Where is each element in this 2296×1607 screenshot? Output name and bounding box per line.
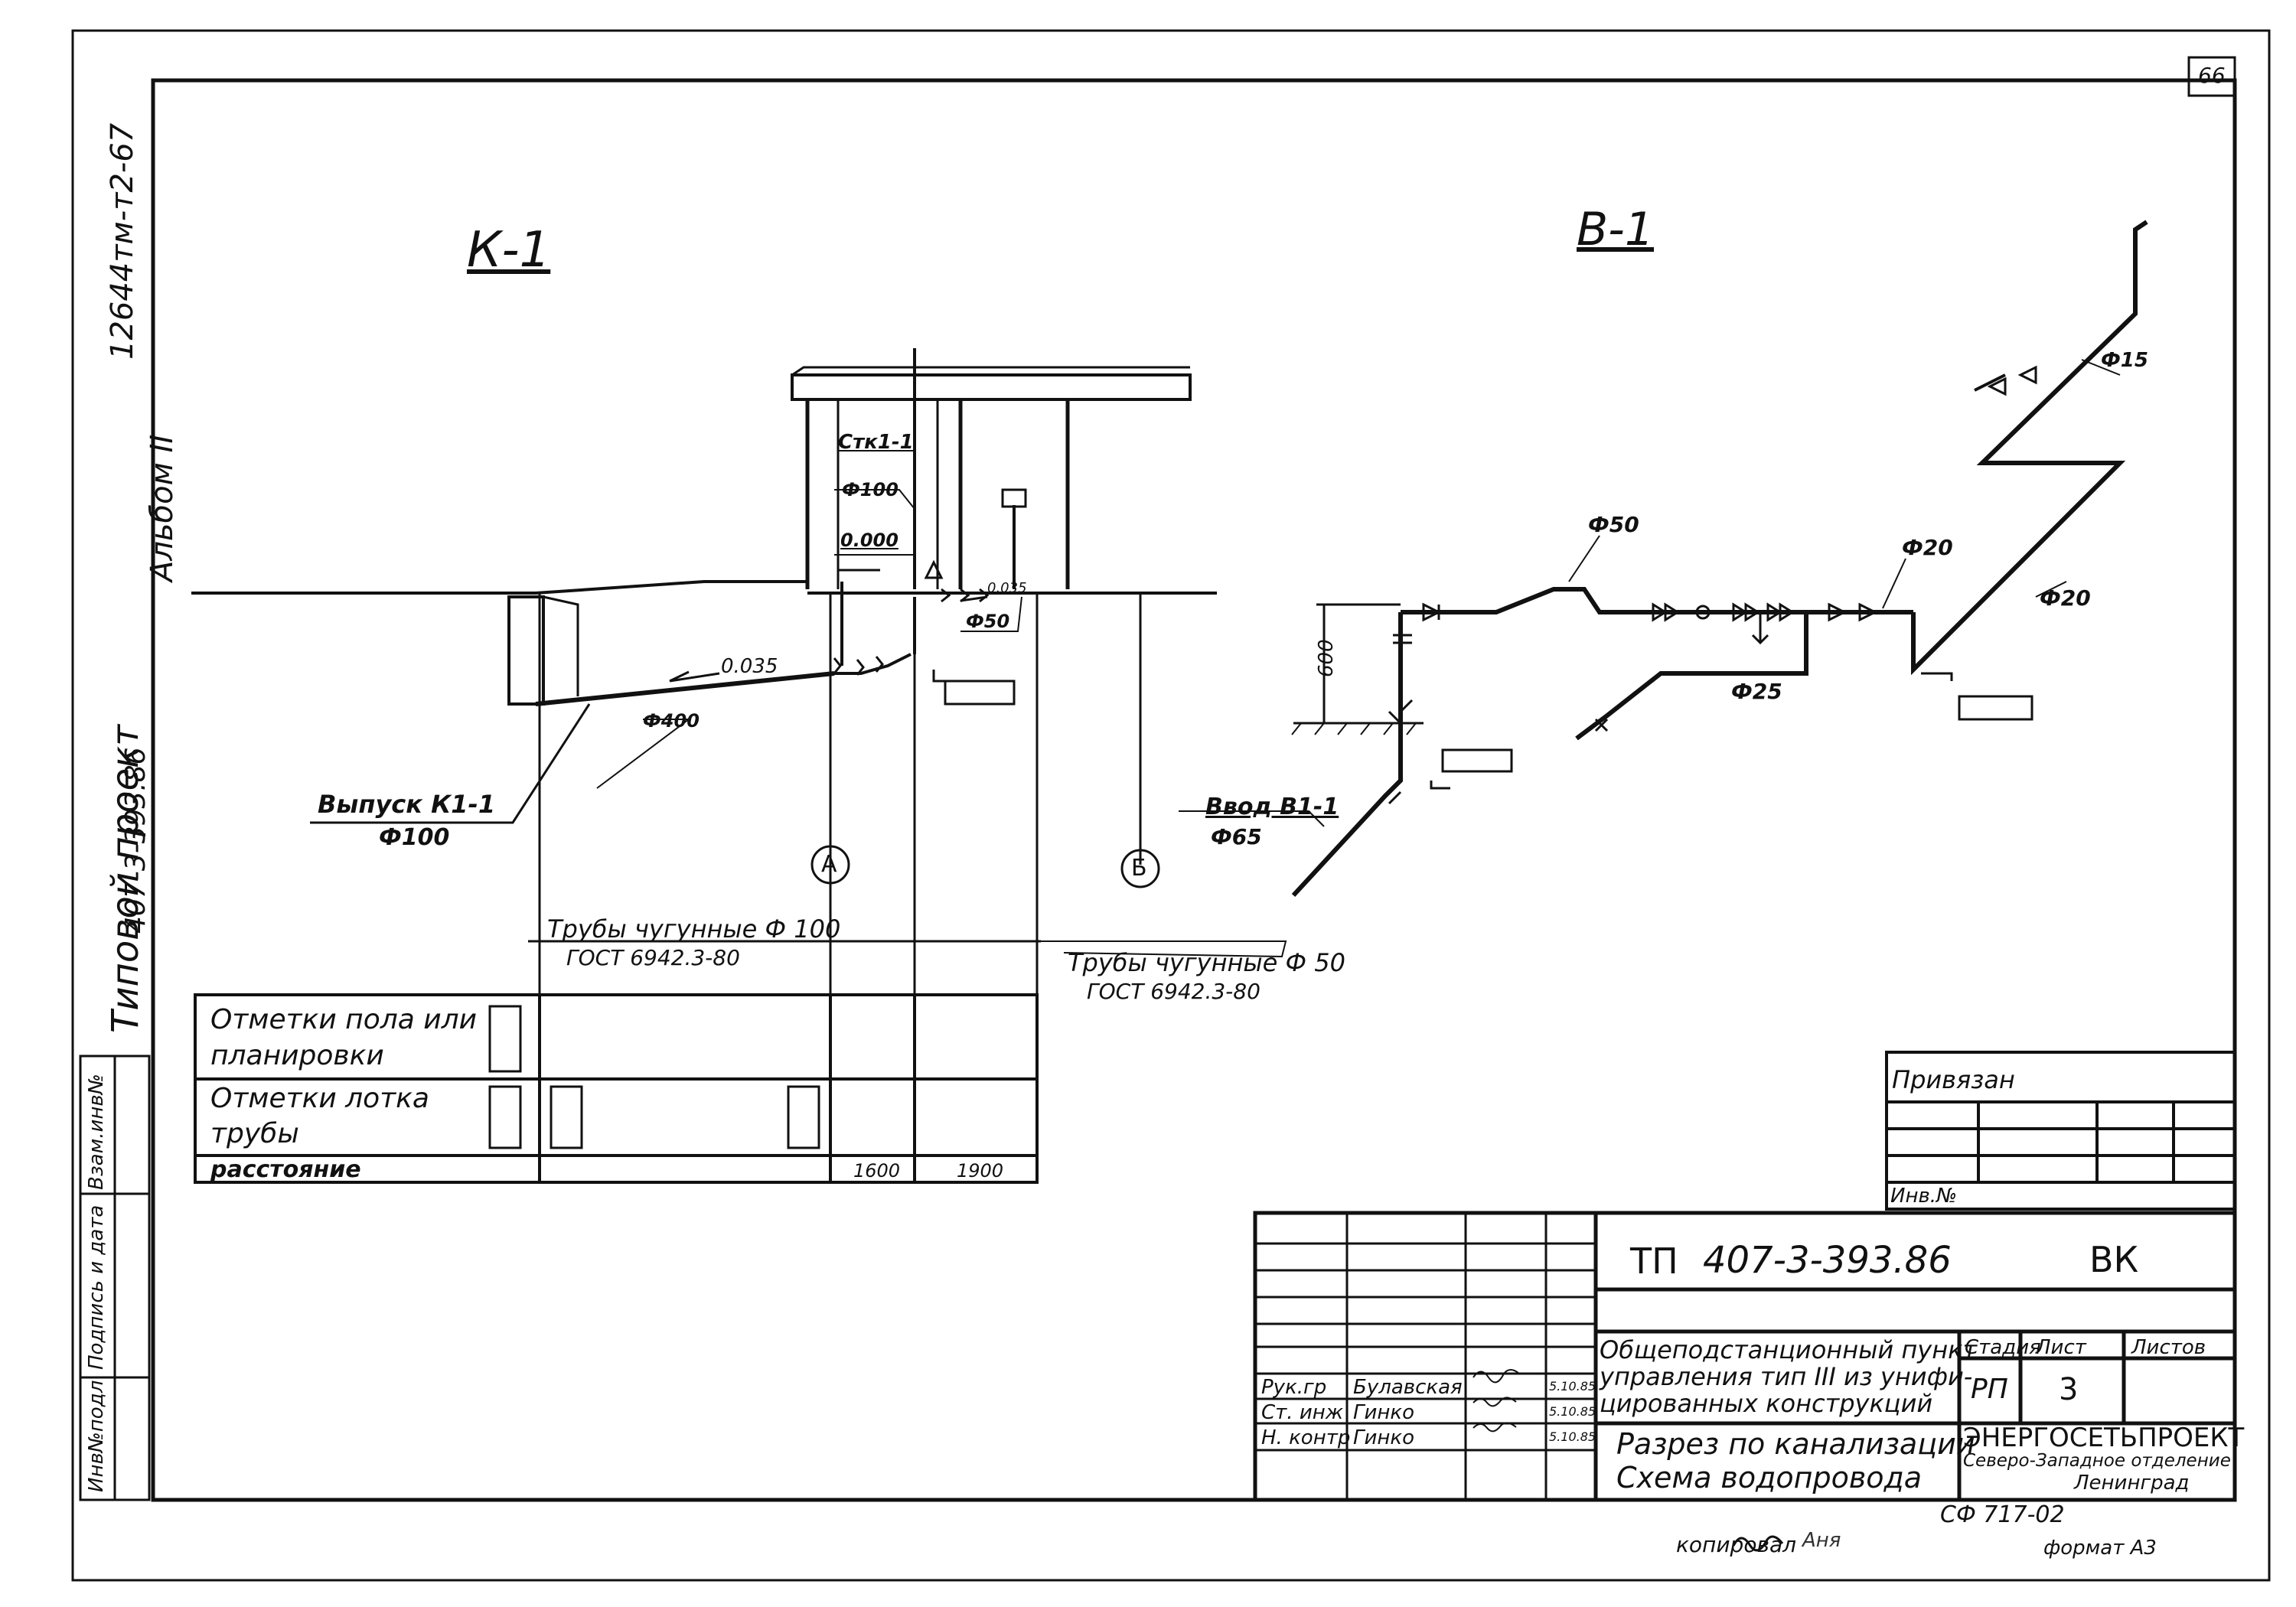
signatures bbox=[1473, 1369, 1520, 1433]
name-2: Гинко bbox=[1353, 1401, 1414, 1424]
format-label: формат А3 bbox=[2043, 1537, 2157, 1560]
drawing-line-1: Разрез по канализации bbox=[1616, 1427, 1975, 1461]
pipe-diameter: Ф400 bbox=[643, 710, 700, 732]
org-line-2: Северо-Западное отделение bbox=[1963, 1451, 2231, 1471]
stamp-code: СФ 717-02 bbox=[1940, 1501, 2065, 1528]
distance-2: 1900 bbox=[957, 1160, 1004, 1182]
inlet-pipe bbox=[1291, 612, 1403, 898]
date-3: 5.10.85 bbox=[1549, 1429, 1596, 1444]
profile-table bbox=[194, 993, 1039, 1184]
d50-label: Ф50 bbox=[1588, 512, 1639, 537]
pipes-50-gost: ГОСТ 6942.3-80 bbox=[1087, 979, 1261, 1004]
row1-label-b: планировки bbox=[210, 1040, 384, 1071]
name-3: Гинко bbox=[1353, 1426, 1414, 1449]
sheets-header: Листов bbox=[2131, 1336, 2206, 1359]
axis-b-label: Б bbox=[1131, 855, 1147, 882]
page-number-box bbox=[2187, 56, 2236, 97]
axis-a-bubble bbox=[810, 845, 850, 885]
sheet-value: 3 bbox=[2059, 1372, 2079, 1407]
left-strip bbox=[79, 1054, 151, 1501]
name-1: Булавская bbox=[1353, 1376, 1463, 1399]
strip-label-sign: Подпись и дата bbox=[85, 1204, 108, 1370]
object-line-1: Общеподстанционный пункт bbox=[1600, 1335, 1978, 1364]
branch-diameter: Ф50 bbox=[966, 611, 1010, 632]
binding-box bbox=[1885, 1051, 2236, 1211]
inner-frame bbox=[151, 78, 2237, 1502]
doc-number: 407-3-393.86 bbox=[1703, 1239, 1952, 1282]
outlet-diameter: Ф100 bbox=[379, 824, 450, 851]
main-pipe bbox=[1401, 587, 1913, 614]
inlet-diameter: Ф65 bbox=[1211, 824, 1262, 849]
b1-section bbox=[1179, 220, 2148, 898]
page-number: 66 bbox=[2198, 63, 2226, 88]
date-1: 5.10.85 bbox=[1549, 1379, 1596, 1393]
role-3: Н. контр bbox=[1261, 1426, 1351, 1449]
depth-dim: 600 bbox=[1315, 639, 1338, 677]
row2-label-b: трубы bbox=[210, 1118, 299, 1149]
slope-main: 0.035 bbox=[721, 655, 778, 678]
branch-25 bbox=[1575, 612, 1808, 741]
stage-value: РП bbox=[1971, 1374, 2008, 1405]
riser-diameter: Ф100 bbox=[842, 479, 899, 500]
sewer-main bbox=[535, 671, 835, 706]
k1-section bbox=[191, 348, 1287, 1178]
floor-level: 0.000 bbox=[840, 530, 899, 551]
d20-label-b: Ф20 bbox=[2040, 585, 2091, 611]
axis-a-label: А bbox=[821, 851, 837, 878]
outlet-label: Выпуск К1-1 bbox=[318, 790, 496, 819]
copier-signature: Аня bbox=[1802, 1529, 1841, 1552]
d25-label: Ф25 bbox=[1731, 679, 1782, 704]
org-line-3: Ленинград bbox=[2074, 1472, 2190, 1495]
slope-branch: 0.035 bbox=[987, 580, 1027, 596]
object-line-3: цированных конструкций bbox=[1600, 1389, 1933, 1418]
doc-prefix: ТП bbox=[1630, 1240, 1678, 1282]
album-label: Альбом II bbox=[145, 434, 180, 582]
copier-signature-stroke bbox=[1732, 1535, 1784, 1552]
ground-line bbox=[191, 580, 1217, 595]
role-2: Ст. инж bbox=[1261, 1401, 1344, 1424]
riser-label: Стк1-1 bbox=[838, 431, 914, 454]
project-number: 407-3-393.86 bbox=[120, 747, 152, 934]
project-code: 12644тм-т2-67 bbox=[105, 122, 140, 360]
b1-title: В-1 bbox=[1577, 203, 1654, 256]
sheet-header: Лист bbox=[2036, 1336, 2086, 1359]
date-2: 5.10.85 bbox=[1549, 1404, 1596, 1419]
title-block-grid bbox=[1253, 1211, 2237, 1502]
d20-label-a: Ф20 bbox=[1902, 535, 1953, 560]
inv-label: Инв.№ bbox=[1890, 1185, 1958, 1208]
strip-label-replace: Взам.инв№ bbox=[85, 1074, 108, 1190]
stage-header: Стадия bbox=[1965, 1336, 2041, 1359]
d15-label: Ф15 bbox=[2101, 349, 2148, 372]
copied-by: копировал bbox=[1676, 1532, 1797, 1557]
row3-label: расстояние bbox=[210, 1156, 361, 1183]
binding-title: Привязан bbox=[1892, 1065, 2015, 1094]
org-line-1: ЭНЕРГОСЕТЬПРОЕКТ bbox=[1963, 1423, 2245, 1453]
strip-label-inv: Инв№подл bbox=[85, 1380, 108, 1492]
pipes-50-label: Трубы чугунные Ф 50 bbox=[1068, 948, 1345, 977]
pipes-100-label: Трубы чугунные Ф 100 bbox=[547, 914, 841, 944]
row1-label-a: Отметки пола или bbox=[210, 1004, 478, 1035]
object-line-2: управления тип III из унифи- bbox=[1600, 1362, 1973, 1391]
roof-slab bbox=[791, 373, 1192, 401]
role-1: Рук.гр bbox=[1261, 1376, 1327, 1399]
riser-pipe bbox=[1911, 220, 2148, 676]
outer-frame bbox=[71, 29, 2271, 1582]
pipes-100-gost: ГОСТ 6942.3-80 bbox=[566, 945, 740, 970]
drawing-line-2: Схема водопровода bbox=[1616, 1461, 1923, 1495]
row2-label-a: Отметки лотка bbox=[210, 1083, 429, 1114]
doc-mark: ВК bbox=[2089, 1239, 2139, 1280]
k1-title: К-1 bbox=[467, 222, 551, 279]
inlet-label: Ввод В1-1 bbox=[1205, 794, 1339, 820]
axis-b-bubble bbox=[1120, 849, 1160, 888]
distance-1: 1600 bbox=[853, 1160, 901, 1182]
